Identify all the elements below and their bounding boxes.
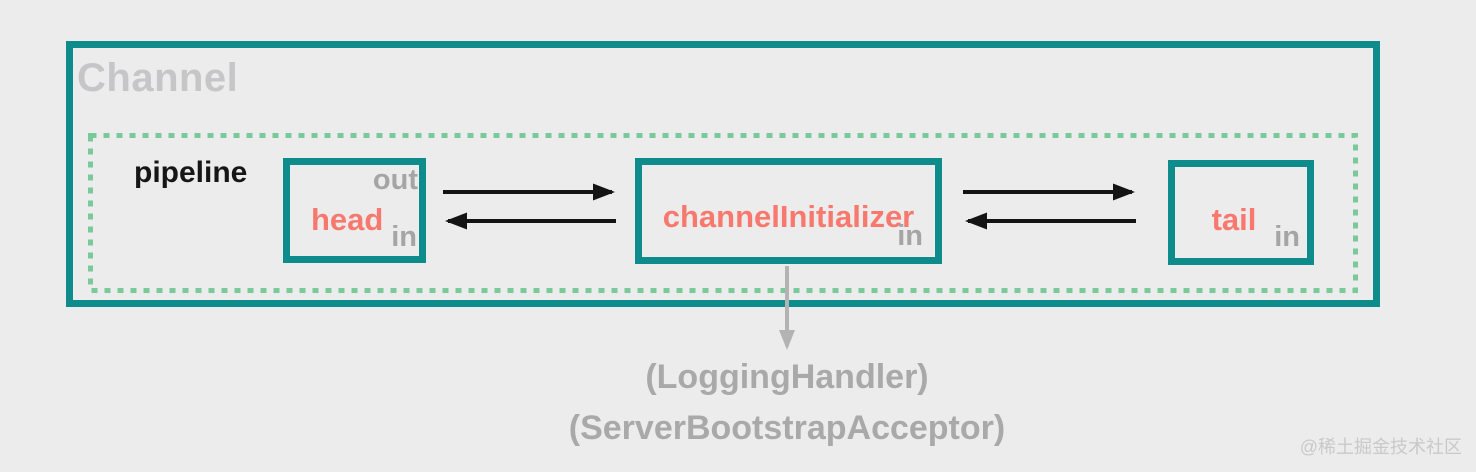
- pipeline-label: pipeline: [134, 156, 248, 189]
- tail-in-label: in: [1274, 221, 1300, 253]
- initializer-handlers-note: (LoggingHandler) (ServerBootstrapAccepto…: [387, 352, 1187, 454]
- head-label: head: [311, 202, 384, 237]
- head-in-label: in: [391, 221, 417, 253]
- channel-initializer-node: channelInitializer in: [635, 158, 942, 264]
- logging-handler-label: (LoggingHandler): [645, 358, 929, 396]
- tail-handler-node: tail in: [1168, 160, 1314, 265]
- channel-label: Channel: [77, 56, 239, 100]
- channel-container: [66, 41, 1380, 307]
- channel-initializer-in-label: in: [897, 220, 923, 252]
- head-out-label: out: [372, 164, 418, 196]
- channel-initializer-label: channelInitializer: [662, 199, 915, 234]
- server-bootstrap-acceptor-label: (ServerBootstrapAcceptor): [568, 409, 1006, 447]
- tail-label: tail: [1211, 202, 1257, 237]
- head-handler-node: out head in: [283, 158, 426, 263]
- watermark: @稀土掘金技术社区: [1299, 437, 1462, 457]
